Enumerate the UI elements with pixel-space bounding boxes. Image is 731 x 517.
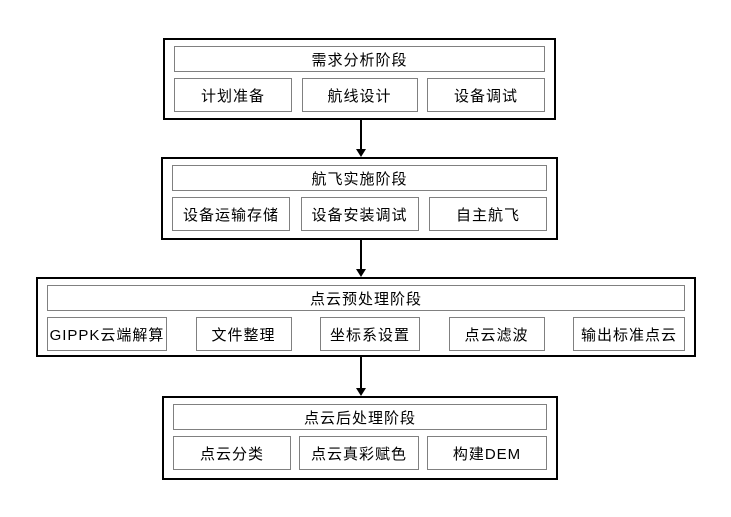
stage-title: 点云预处理阶段 xyxy=(47,285,685,311)
steps-row: GIPPK云端解算 文件整理 坐标系设置 点云滤波 输出标准点云 xyxy=(47,317,685,351)
step-pointcloud-filtering: 点云滤波 xyxy=(448,317,545,351)
step-output-standard-pointcloud: 输出标准点云 xyxy=(573,317,685,351)
step-equipment-install-debug: 设备安装调试 xyxy=(300,197,419,231)
arrow-down-head-3 xyxy=(356,388,366,396)
arrow-down-line-2 xyxy=(360,239,362,270)
stage-pointcloud-postprocessing: 点云后处理阶段 点云分类 点云真彩赋色 构建DEM xyxy=(162,396,558,480)
step-route-design: 航线设计 xyxy=(301,78,418,112)
step-pointcloud-classification: 点云分类 xyxy=(173,436,291,470)
stage-pointcloud-preprocessing: 点云预处理阶段 GIPPK云端解算 文件整理 坐标系设置 点云滤波 输出标准点云 xyxy=(36,277,696,357)
step-coordinate-system-setup: 坐标系设置 xyxy=(320,317,420,351)
step-plan-preparation: 计划准备 xyxy=(174,78,292,112)
stage-flight-implementation: 航飞实施阶段 设备运输存储 设备安装调试 自主航飞 xyxy=(161,157,558,240)
stage-title: 需求分析阶段 xyxy=(174,46,545,72)
steps-row: 计划准备 航线设计 设备调试 xyxy=(174,78,545,112)
stage-title: 点云后处理阶段 xyxy=(173,404,547,430)
step-autonomous-flight: 自主航飞 xyxy=(429,197,547,231)
step-true-color-assignment: 点云真彩赋色 xyxy=(299,436,419,470)
steps-row: 设备运输存储 设备安装调试 自主航飞 xyxy=(172,197,547,231)
arrow-down-line-3 xyxy=(360,356,362,389)
arrow-down-head-2 xyxy=(356,269,366,277)
step-gippk-cloud-solution: GIPPK云端解算 xyxy=(47,317,167,351)
step-file-organization: 文件整理 xyxy=(195,317,292,351)
stage-title: 航飞实施阶段 xyxy=(172,165,547,191)
step-equipment-debugging: 设备调试 xyxy=(427,78,545,112)
stage-requirement-analysis: 需求分析阶段 计划准备 航线设计 设备调试 xyxy=(163,38,556,120)
arrow-down-line-1 xyxy=(360,119,362,150)
step-equipment-transport-storage: 设备运输存储 xyxy=(172,197,290,231)
steps-row: 点云分类 点云真彩赋色 构建DEM xyxy=(173,436,547,470)
arrow-down-head-1 xyxy=(356,149,366,157)
step-build-dem: 构建DEM xyxy=(427,436,547,470)
